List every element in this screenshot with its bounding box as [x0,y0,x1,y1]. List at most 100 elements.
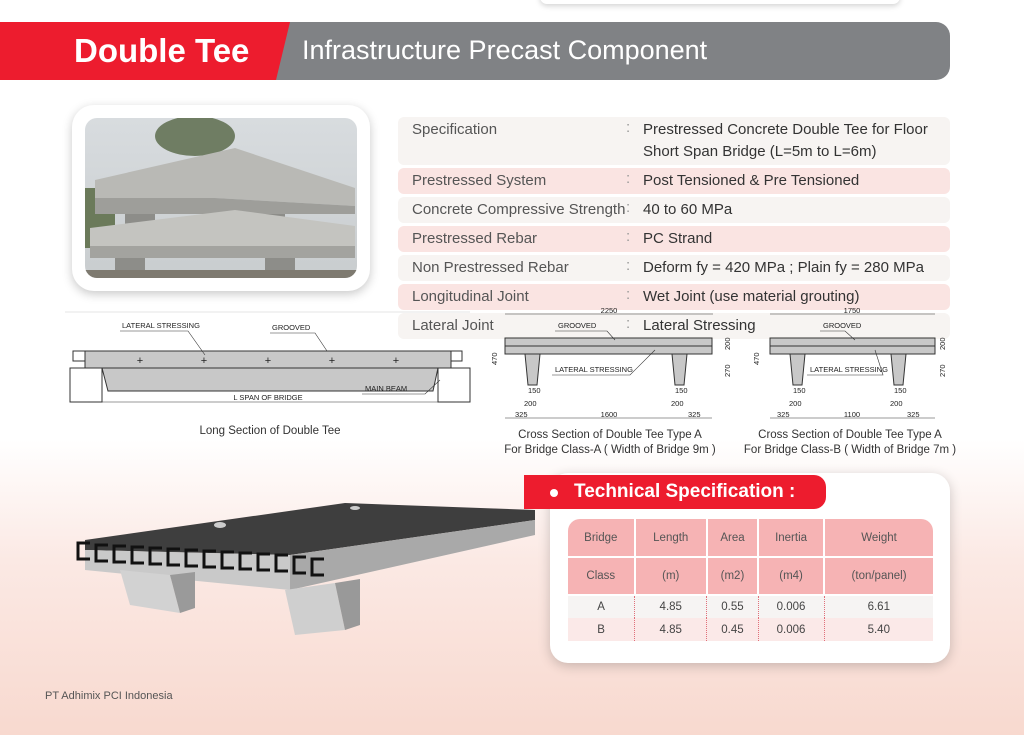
dim-right: 325 [688,410,701,419]
label-lateral-stressing: LATERAL STRESSING [122,321,200,330]
col-unit: Class [568,557,636,596]
cell: 0.006 [758,595,825,618]
col-header: Inertia [758,519,826,558]
svg-text:+: + [201,355,207,367]
dim-150: 150 [793,386,806,395]
svg-text:+: + [329,355,335,367]
company-footer: PT Adhimix PCI Indonesia [45,690,173,702]
dim-width: 2250 [601,306,618,315]
spec-colon: : [626,257,631,274]
label-lateral-stressing: LATERAL STRESSING [555,365,633,374]
cell: 0.45 [706,618,759,641]
spec-value: Wet Joint (use material grouting) [643,288,860,305]
col-header: Area [706,519,760,558]
spec-label: Specification [412,121,498,138]
caption-line: Cross Section of Double Tee Type A [518,429,702,441]
long-section-drawing: +++++ LATERAL STRESSING GROOVED MAIN BEA… [65,311,471,403]
cell: 4.85 [634,595,708,618]
dim-200: 200 [890,399,903,408]
spec-label: Concrete Compressive Strength [412,201,626,218]
dim-web: 270 [723,364,732,377]
label-grooved: GROOVED [558,321,597,330]
spec-colon: : [626,315,631,332]
cell: 0.55 [706,595,759,618]
col-header: Length [634,519,708,558]
dim-mid: 1600 [601,410,618,419]
long-section-caption: Long Section of Double Tee [199,425,341,437]
spec-row: Prestressed Rebar: PC Strand [398,226,950,252]
dim-right: 325 [907,410,920,419]
dim-200: 200 [524,399,537,408]
col-header: Bridge [568,519,636,558]
spec-label: Non Prestressed Rebar [412,259,569,276]
technical-spec-badge: Technical Specification : [524,475,826,509]
spec-colon: : [626,170,631,187]
label-lateral-stressing: LATERAL STRESSING [810,365,888,374]
caption-line: Cross Section of Double Tee Type A [758,429,942,441]
spec-row: Concrete Compressive Strength:40 to 60 M… [398,197,950,223]
cell: B [568,618,636,641]
dim-flange: 200 [723,337,732,350]
bullet-icon [550,489,558,497]
spec-colon: : [626,286,631,303]
product-photo-card [72,105,370,291]
caption-line: For Bridge Class-A ( Width of Bridge 9m … [504,444,716,456]
spec-row: Prestressed System:Post Tensioned & Pre … [398,168,950,194]
spec-colon: : [626,199,631,216]
cell: 4.85 [634,618,708,641]
dim-height: 470 [752,352,761,365]
dim-200: 200 [671,399,684,408]
spec-value: Deform fy = 420 MPa ; Plain fy = 280 MPa [643,259,924,276]
dim-web: 270 [938,364,947,377]
caption-line: For Bridge Class-B ( Width of Bridge 7m … [743,444,957,456]
page-title: Double Tee [74,32,250,69]
spec-row: Longitudinal Joint: Wet Joint (use materi… [398,284,950,310]
dim-200: 200 [789,399,802,408]
label-main-beam: MAIN BEAM [365,384,407,393]
cross-section-a-drawing: 2250 GROOVED LATERAL STRESSING 470 200 2… [490,306,732,419]
dim-left: 325 [777,410,790,419]
col-unit: (m) [634,557,708,596]
spec-value: Prestressed Concrete Double Tee for Floo… [643,121,928,160]
label-span: L SPAN OF BRIDGE [233,393,302,402]
double-tee-photo [85,118,357,278]
spec-value: 40 to 60 MPa [643,201,733,218]
cell: 5.40 [824,618,933,641]
dim-150: 150 [528,386,541,395]
dim-150: 150 [675,386,688,395]
col-header: Weight [824,519,933,558]
cell: A [568,595,636,618]
col-unit: (ton/panel) [824,557,933,596]
technical-spec-title: Technical Specification : [574,481,796,502]
spec-colon: : [626,228,631,245]
spec-label: Lateral Joint [412,317,494,334]
spec-colon: : [626,119,631,136]
cross-section-a-caption: Cross Section of Double Tee Type A For Br… [490,428,730,458]
spec-value: Lateral Stressing [643,317,756,334]
col-unit: (m2) [706,557,760,596]
svg-text:+: + [137,355,143,367]
svg-text:+: + [265,355,271,367]
dim-150: 150 [894,386,907,395]
dim-flange: 200 [938,337,947,350]
label-grooved: GROOVED [823,321,862,330]
spec-label: Longitudinal Joint [412,288,529,305]
cross-section-b-caption: Cross Section of Double Tee Type A For Br… [730,428,970,458]
spec-value: PC Strand [643,230,713,247]
dim-mid: 1100 [844,410,860,419]
double-tee-3d-render [76,503,535,635]
top-card-edge [540,0,900,4]
spec-label: Prestressed Rebar [412,230,538,247]
specification-list: Specification: Prestressed Concrete Doubl… [398,117,950,342]
spec-row: Non Prestressed Rebar: Deform fy = 420 MP… [398,255,950,281]
dim-width: 1750 [844,306,861,315]
cell: 0.006 [758,618,825,641]
svg-text:+: + [393,355,399,367]
cell: 6.61 [824,595,933,618]
cross-section-b-drawing: 1750 GROOVED LATERAL STRESSING 470 200 2… [752,306,947,419]
dim-left: 325 [515,410,528,419]
spec-row: Specification: Prestressed Concrete Doubl… [398,117,950,165]
dim-height: 470 [490,352,499,365]
